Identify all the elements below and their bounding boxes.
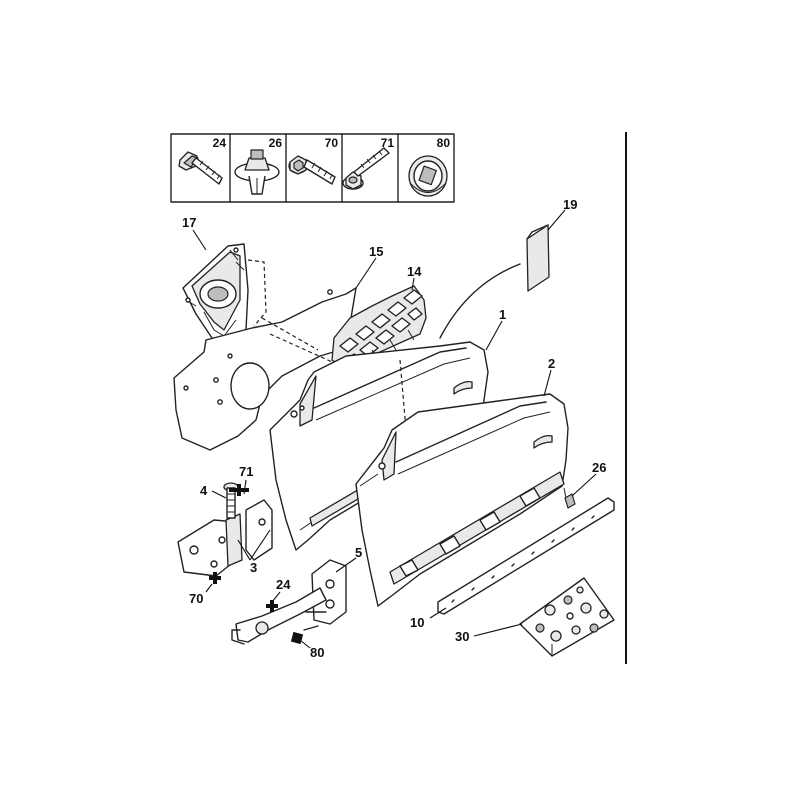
callout-10: 10 xyxy=(410,615,424,630)
strap-marker-square-80 xyxy=(290,631,304,645)
callout-70: 70 xyxy=(189,591,203,606)
part-2-door-trim xyxy=(355,393,569,607)
clip-nut-icon xyxy=(234,149,280,195)
legend-ref-70: 70 xyxy=(325,136,339,150)
legend-ref-71: 71 xyxy=(381,136,395,150)
callout-17: 17 xyxy=(182,215,196,230)
grommet-plug-icon xyxy=(408,155,448,197)
part-5-check-strap xyxy=(231,559,347,645)
callout-leaders xyxy=(192,209,597,649)
callout-19: 19 xyxy=(563,197,577,212)
legend-cell-26: 26 xyxy=(234,136,283,195)
clip-kit-contents xyxy=(535,586,609,642)
callout-labels: 17 15 14 19 1 2 26 71 4 3 70 5 24 80 10 … xyxy=(182,197,606,660)
bolt-hex-collar-icon xyxy=(288,155,336,185)
legend-ref-24: 24 xyxy=(213,136,227,150)
callout-15: 15 xyxy=(369,244,383,259)
callout-14: 14 xyxy=(407,264,422,279)
legend-ref-26: 26 xyxy=(269,136,283,150)
hinge-marker-cross-70 xyxy=(209,572,221,584)
callout-1: 1 xyxy=(499,307,506,322)
part-17-bracket xyxy=(182,243,249,349)
part-19-pad xyxy=(439,224,550,339)
callout-26: 26 xyxy=(592,460,606,475)
fastener-legend: 24 26 70 xyxy=(170,133,455,203)
callout-4: 4 xyxy=(200,483,208,498)
callout-80: 80 xyxy=(310,645,324,660)
callout-2: 2 xyxy=(548,356,555,371)
part-30-clip-kit xyxy=(519,577,615,657)
part-15-inner-panel xyxy=(173,287,357,451)
callout-3: 3 xyxy=(250,560,257,575)
hinge-marker-cross-71 xyxy=(229,484,249,496)
part-14-foam-block xyxy=(331,285,427,381)
callout-24: 24 xyxy=(276,577,291,592)
part-26-clip xyxy=(564,493,576,509)
callout-5: 5 xyxy=(355,545,362,560)
legend-cell-80: 80 xyxy=(408,136,451,197)
legend-cell-24: 24 xyxy=(178,136,227,185)
legend-ref-80: 80 xyxy=(437,136,451,150)
strap-marker-cross-24 xyxy=(266,600,278,612)
bolt-hex-flange-icon xyxy=(178,151,223,185)
legend-cell-71: 71 xyxy=(342,136,395,190)
callout-71: 71 xyxy=(239,464,253,479)
callout-30: 30 xyxy=(455,629,469,644)
part-10-sill-strip xyxy=(437,497,615,615)
bolt-washer-icon xyxy=(342,147,390,190)
part-3-hinge xyxy=(177,499,273,577)
legend-cell-70: 70 xyxy=(288,136,339,185)
